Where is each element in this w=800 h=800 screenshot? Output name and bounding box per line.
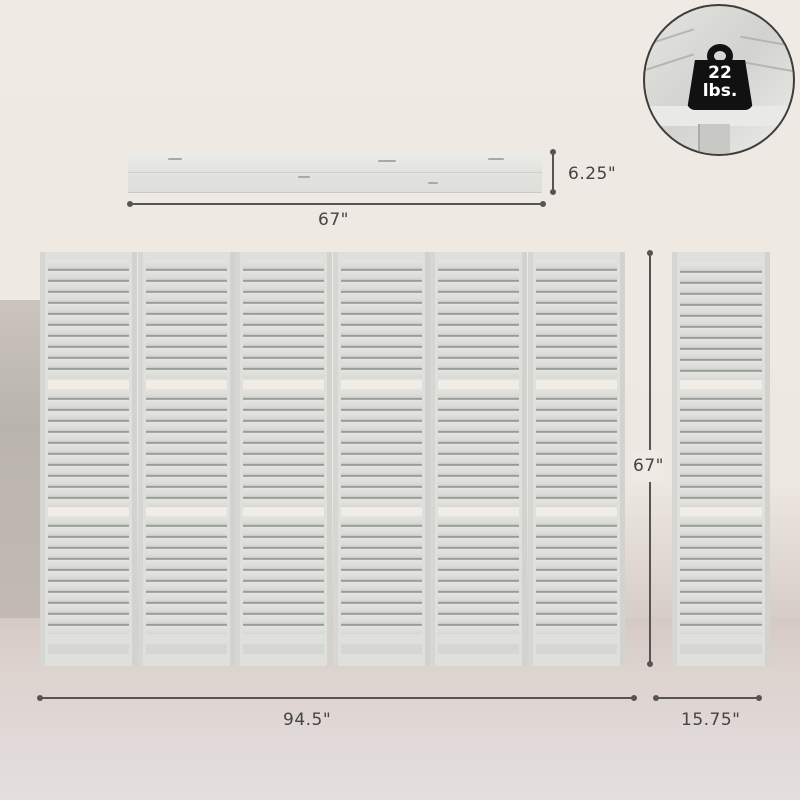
- screen-panel: [235, 252, 332, 666]
- dim-endpoint: [631, 695, 637, 701]
- dim-endpoint: [550, 189, 556, 195]
- board-length-label: 67": [318, 210, 349, 230]
- screen-panel: [138, 252, 235, 666]
- weight-unit: lbs.: [702, 81, 738, 101]
- dim-endpoint: [540, 201, 546, 207]
- dim-endpoint: [653, 695, 659, 701]
- single-panel: [672, 252, 770, 666]
- screen-panel: [430, 252, 527, 666]
- shelf: [645, 106, 793, 126]
- dim-endpoint: [550, 149, 556, 155]
- total-width-label: 94.5": [283, 710, 332, 730]
- dim-endpoint: [37, 695, 43, 701]
- weight-value: 22: [708, 63, 732, 83]
- dim-endpoint: [647, 250, 653, 256]
- board-height-line: [552, 152, 554, 192]
- screen-height-label: 67": [633, 450, 664, 482]
- total-width-line: [40, 697, 634, 699]
- board-height-label: 6.25": [568, 164, 617, 184]
- dim-endpoint: [647, 661, 653, 667]
- dim-endpoint: [127, 201, 133, 207]
- board-length-line: [130, 203, 542, 205]
- screen-panel: [40, 252, 137, 666]
- wood-board: [128, 152, 542, 193]
- screen-panel: [333, 252, 430, 666]
- panel-width-label: 15.75": [681, 710, 741, 730]
- screen-panel: [528, 252, 625, 666]
- post: [698, 124, 730, 154]
- dim-endpoint: [756, 695, 762, 701]
- panel-width-line: [656, 697, 759, 699]
